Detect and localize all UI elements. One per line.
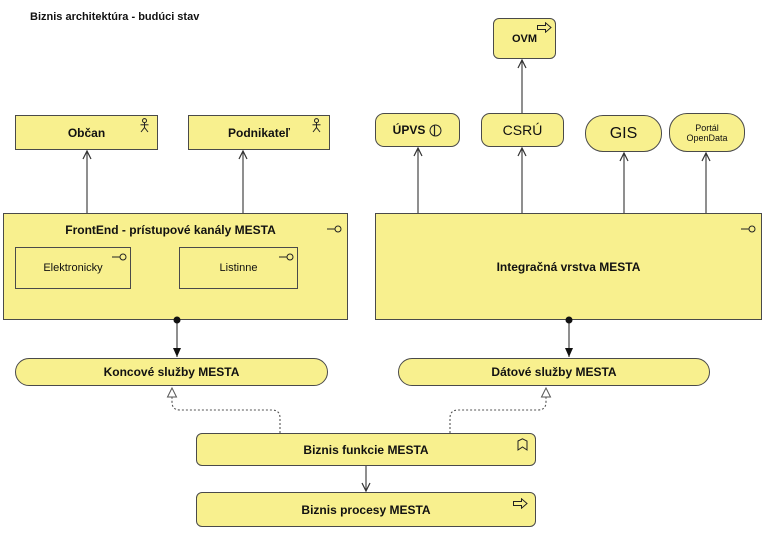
system-gis: GIS: [585, 115, 662, 152]
diagram-title: Biznis architektúra - budúci stav: [30, 11, 200, 23]
interface-icon: [741, 225, 756, 233]
business-procesy-label: Biznis procesy MESTA: [301, 502, 431, 517]
function-bookmark-icon-graphic: [517, 438, 528, 451]
interface-icon-ring: [120, 254, 126, 260]
actor-icon-leg-left: [141, 128, 145, 133]
channel-elektronicky: Elektronicky: [15, 247, 131, 289]
function-bookmark-icon-shape: [518, 439, 527, 450]
function-bookmark-icon: [517, 438, 528, 451]
service-koncove-label: Koncové služby MESTA: [103, 365, 240, 379]
process-arrow-icon-graphic: [537, 22, 552, 33]
frontend-channels-group: FrontEnd - prístupové kanály MESTA Elekt…: [3, 213, 348, 320]
process-arrow-icon-graphic: [513, 498, 528, 509]
interface-icon: [279, 253, 294, 261]
interface-icon-ring: [749, 226, 755, 232]
system-csru: CSRÚ: [481, 113, 564, 147]
interface-icon-graphic: [741, 225, 756, 233]
system-ovm-label: OVM: [511, 32, 538, 45]
actor-icon-leg-left: [313, 128, 317, 133]
interface-icon-graphic: [327, 225, 342, 233]
service-circle-icon-graphic: [429, 124, 442, 137]
actor-icon-graphic: [311, 118, 322, 133]
channel-listinne: Listinne: [179, 247, 298, 289]
process-arrow-icon: [537, 22, 552, 33]
interface-icon-graphic: [279, 253, 294, 261]
interface-icon-ring: [287, 254, 293, 260]
frontend-label: FrontEnd - prístupové kanály MESTA: [65, 223, 276, 237]
actor-icon-leg-right: [145, 128, 149, 133]
actor-icon: [139, 118, 150, 133]
actor-icon: [311, 118, 322, 133]
integration-layer: Integračná vrstva MESTA: [375, 213, 762, 320]
business-funkcie-label: Biznis funkcie MESTA: [303, 442, 429, 457]
service-datove-label: Dátové služby MESTA: [491, 365, 617, 379]
interface-icon: [327, 225, 342, 233]
actor-obcan-label: Občan: [67, 125, 106, 140]
business-procesy: Biznis procesy MESTA: [196, 492, 536, 527]
interface-icon-graphic: [112, 253, 127, 261]
system-ovm: OVM: [493, 18, 556, 59]
realization-line-funkcie-datove: [450, 388, 546, 433]
system-upvs: ÚPVS: [375, 113, 460, 147]
service-circle-icon: [429, 124, 442, 137]
actor-icon-leg-right: [317, 128, 321, 133]
process-arrow-icon-shape: [538, 23, 552, 32]
actor-podnikatel: Podnikateľ: [188, 115, 330, 150]
interface-icon-ring: [335, 226, 341, 232]
service-circle-icon-ring: [430, 125, 441, 136]
actor-obcan: Občan: [15, 115, 158, 150]
system-gis-label: GIS: [609, 124, 638, 142]
system-portal-label-line2: OpenData: [686, 132, 728, 143]
service-koncove: Koncové služby MESTA: [15, 358, 328, 386]
actor-icon-graphic: [139, 118, 150, 133]
system-upvs-label: ÚPVS: [392, 123, 426, 137]
interface-icon: [112, 253, 127, 261]
realization-line-funkcie-koncove: [172, 388, 280, 433]
process-arrow-icon-shape: [514, 499, 528, 508]
service-datove: Dátové služby MESTA: [398, 358, 710, 386]
actor-icon-head: [143, 119, 147, 123]
integration-label: Integračná vrstva MESTA: [496, 259, 641, 274]
business-funkcie: Biznis funkcie MESTA: [196, 433, 536, 466]
process-arrow-icon: [513, 498, 528, 509]
system-csru-label: CSRÚ: [502, 122, 543, 138]
channel-listinne-label: Listinne: [219, 262, 258, 274]
system-portal-label-line1: Portál: [695, 122, 719, 133]
channel-elektronicky-label: Elektronicky: [43, 262, 103, 274]
system-portal-opendata: Portál OpenData: [669, 113, 745, 152]
actor-icon-head: [315, 119, 319, 123]
actor-podnikatel-label: Podnikateľ: [228, 125, 290, 140]
